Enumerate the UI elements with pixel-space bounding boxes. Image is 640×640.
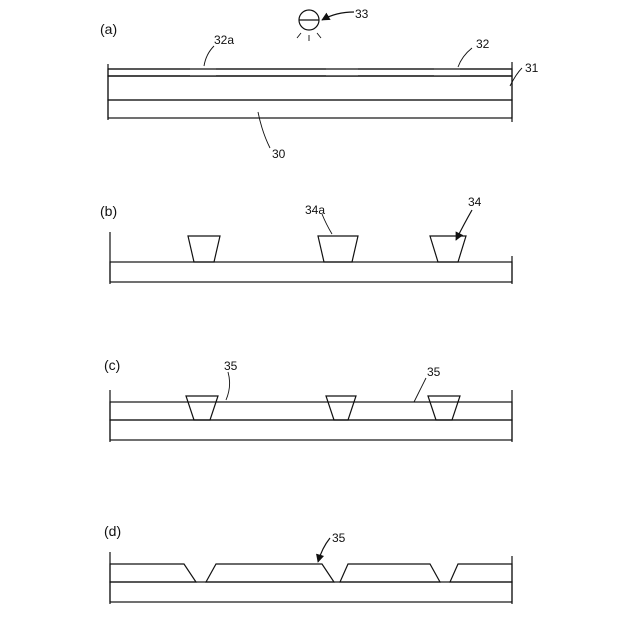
layer-31-c [110,420,512,440]
panel-b: (b) 34a 34 [100,195,512,284]
ref-35-c-right: 35 [427,365,441,379]
ref-34a: 34a [305,203,325,217]
panel-d-label: (d) [104,523,121,539]
resist-pattern-c-2 [326,396,356,420]
ref-32a: 32a [214,33,234,47]
film-35-c [110,402,512,420]
film-35-island-1 [110,564,196,582]
leader-35-d [318,538,330,562]
leader-32 [458,48,472,67]
resist-pattern-c-1 [186,396,218,420]
layer-31-d [110,582,512,602]
ref-35-d: 35 [332,531,346,545]
substrate-30 [108,100,512,118]
leader-33 [322,12,354,20]
panel-a-label: (a) [100,21,117,37]
panel-a: (a) 33 32a 32 31 30 [100,7,539,161]
panel-d: (d) 35 [104,523,512,604]
film-35-island-2 [206,564,334,582]
leader-32a [204,46,214,66]
resist-pattern-c-3 [428,396,460,420]
resist-pattern-34-1 [188,236,220,262]
ref-31: 31 [525,61,539,75]
light-source-icon [297,10,321,41]
panel-b-label: (b) [100,203,117,219]
leader-34a [322,214,332,234]
leader-35-c-right [414,378,426,402]
panel-c-label: (c) [104,357,120,373]
layer-31 [108,76,512,100]
ref-35-c-left: 35 [224,359,238,373]
panel-c: (c) 35 35 [104,357,512,442]
ref-30: 30 [272,147,286,161]
ref-32: 32 [476,37,490,51]
layer-31-b [110,262,512,282]
resist-pattern-34-2 [318,236,358,262]
film-35-island-3 [340,564,440,582]
leader-35-c-left [226,372,230,400]
ref-33: 33 [355,7,369,21]
resist-pattern-34-3 [430,236,466,262]
film-35-island-4 [450,564,512,582]
ref-34: 34 [468,195,482,209]
